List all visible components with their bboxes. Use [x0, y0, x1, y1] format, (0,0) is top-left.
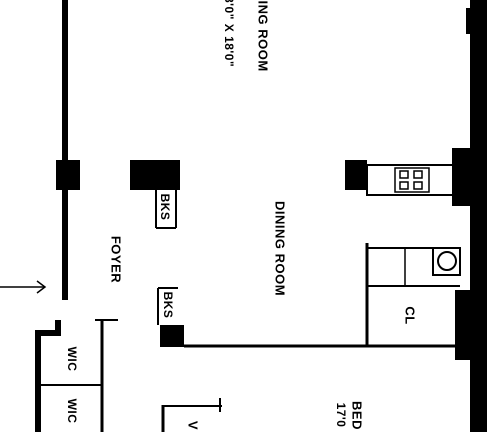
column-block-top: [130, 160, 180, 190]
wic-label-2: WIC: [65, 398, 79, 424]
column-block-bottom: [160, 325, 184, 347]
sink: [432, 247, 461, 276]
right-exterior-wall: [470, 0, 487, 432]
living-room-dims: 8'0" X 18'0": [222, 0, 236, 68]
left-exterior-wall-upper: [62, 0, 68, 300]
burner-3: [399, 181, 409, 190]
bedroom-dims: 17'0: [334, 402, 348, 428]
burner-1: [399, 170, 409, 179]
bedroom-label: BED: [349, 401, 365, 430]
wall-lines: [35, 190, 460, 432]
entry-arrow-icon: [0, 280, 47, 294]
wic-label-1: WIC: [65, 346, 79, 372]
kitchen-wall-block: [345, 160, 367, 190]
burner-4: [413, 181, 423, 190]
foyer-label: FOYER: [108, 235, 124, 284]
right-window-pier-low: [455, 290, 487, 360]
walls: [56, 0, 487, 432]
bedroom-cut-label: V: [185, 420, 201, 431]
left-wall-pier: [56, 160, 80, 190]
right-window-pier-top: [466, 8, 487, 34]
sink-basin: [437, 251, 457, 271]
living-room-label: VING ROOM: [255, 0, 271, 72]
right-window-pier-mid: [452, 148, 487, 206]
bookshelf-bottom-label: BKS: [161, 291, 175, 319]
stove: [366, 164, 454, 196]
closet-label: CL: [402, 306, 418, 325]
bookshelf-top-label: BKS: [158, 193, 172, 221]
burner-2: [413, 170, 423, 179]
dining-room-label: DINING ROOM: [272, 200, 288, 297]
